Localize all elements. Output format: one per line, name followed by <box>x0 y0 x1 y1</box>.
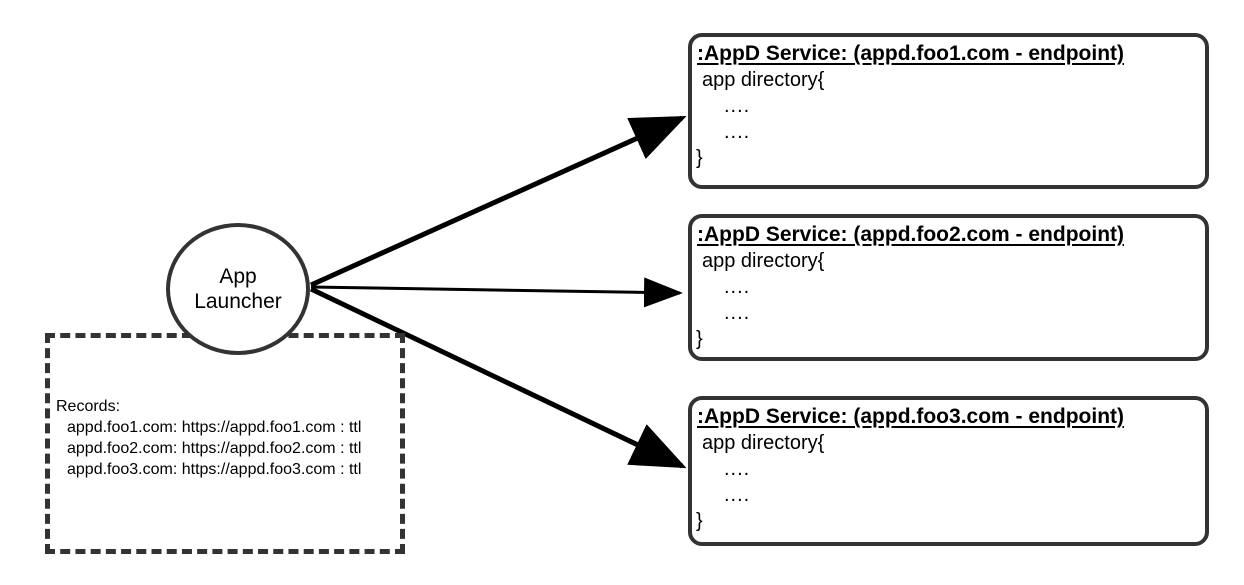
service-body-open: app directory{ <box>702 432 825 454</box>
service-body-dots: .... <box>724 95 751 117</box>
service-box-appd-foo3[interactable]: :AppD Service: (appd.foo3.com - endpoint… <box>688 396 1209 546</box>
arrow-launcher-to-service-2 <box>310 277 683 308</box>
records-entry: appd.foo1.com: https://appd.foo1.com : t… <box>67 419 362 436</box>
service-body-close: } <box>696 147 703 169</box>
arrow-launcher-to-service-1 <box>309 115 687 288</box>
records-entry: appd.foo2.com: https://appd.foo2.com : t… <box>67 440 362 457</box>
service-title: :AppD Service: (appd.foo3.com - endpoint… <box>697 405 1125 428</box>
service-body-dots: .... <box>724 121 751 143</box>
records-text-block: Records: appd.foo1.com: https://appd.foo… <box>56 396 361 480</box>
records-title: Records: <box>56 398 121 415</box>
service-body-dots: .... <box>724 484 751 506</box>
service-body-dots: .... <box>724 276 751 298</box>
service-body-close: } <box>696 328 703 350</box>
service-box-appd-foo2[interactable]: :AppD Service: (appd.foo2.com - endpoint… <box>688 214 1209 361</box>
service-body-dots: .... <box>724 458 751 480</box>
records-entry: appd.foo3.com: https://appd.foo3.com : t… <box>67 461 362 478</box>
service-box-appd-foo1[interactable]: :AppD Service: (appd.foo1.com - endpoint… <box>688 33 1209 189</box>
app-launcher-node[interactable]: App Launcher <box>166 223 310 355</box>
service-body-dots: .... <box>724 302 751 324</box>
service-body-open: app directory{ <box>702 250 825 272</box>
app-launcher-label-line-1: App <box>219 265 257 288</box>
service-body-close: } <box>696 510 703 532</box>
service-body-open: app directory{ <box>702 69 825 91</box>
service-title: :AppD Service: (appd.foo2.com - endpoint… <box>697 223 1125 246</box>
service-title: :AppD Service: (appd.foo1.com - endpoint… <box>697 42 1125 65</box>
app-launcher-label-line-2: Launcher <box>194 290 282 313</box>
